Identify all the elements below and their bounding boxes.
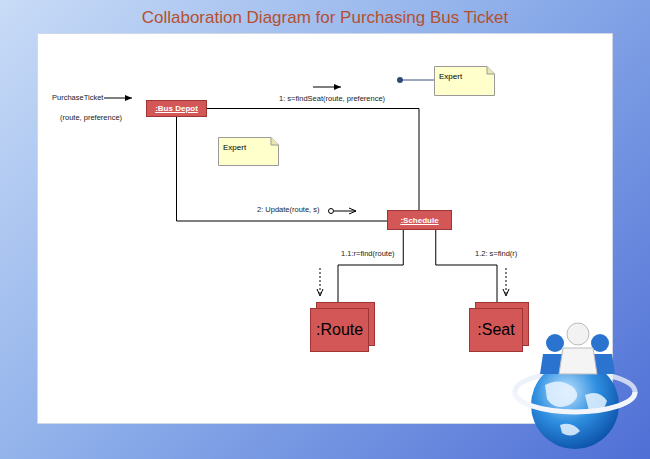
note-box: Expert: [218, 137, 279, 166]
globe-illustration: [515, 323, 635, 449]
message-label: 2: Update(route, s): [256, 205, 321, 214]
object-name: :Bus Depot: [155, 104, 198, 113]
message-arrow: [313, 87, 341, 88]
message-label: (route, preference): [59, 113, 123, 122]
white-panel: [37, 33, 613, 424]
message-label: 1: s=findSeat(route, preference): [278, 94, 386, 103]
message-label: 1.2: s=find(r): [474, 249, 518, 258]
data-flow-circle: [329, 209, 334, 214]
dashed-arrow: [506, 268, 507, 296]
note-text: Expert: [439, 72, 462, 81]
note-dot: [397, 77, 403, 83]
diagram-title: Collaboration Diagram for Purchasing Bus…: [0, 8, 650, 28]
link-line: [207, 109, 419, 211]
object-box: :Bus Depot: [146, 100, 207, 117]
dashed-arrow: [320, 268, 321, 296]
object-name: :Seat: [477, 321, 514, 339]
note-box: Expert: [434, 66, 495, 96]
note-shape: [434, 66, 495, 96]
link-line: [177, 117, 388, 221]
message-label: PurchaseTicket: [51, 93, 104, 102]
message-label: 1.1:r=find(route): [340, 249, 396, 258]
multi-object-box: :Route: [310, 302, 375, 352]
object-name: :Route: [316, 321, 363, 339]
multi-object-box: :Seat: [469, 302, 529, 352]
note-leader: [400, 80, 434, 81]
object-box-front: :Seat: [469, 308, 523, 352]
link-line: [338, 230, 403, 302]
object-name: :Schedule: [400, 216, 438, 225]
object-box-front: :Route: [310, 308, 369, 352]
link-line: [436, 230, 497, 302]
note-text: Expert: [223, 143, 246, 152]
message-arrow: [104, 98, 132, 99]
object-box: :Schedule: [387, 210, 452, 230]
data-flow-arrow: [334, 211, 356, 212]
